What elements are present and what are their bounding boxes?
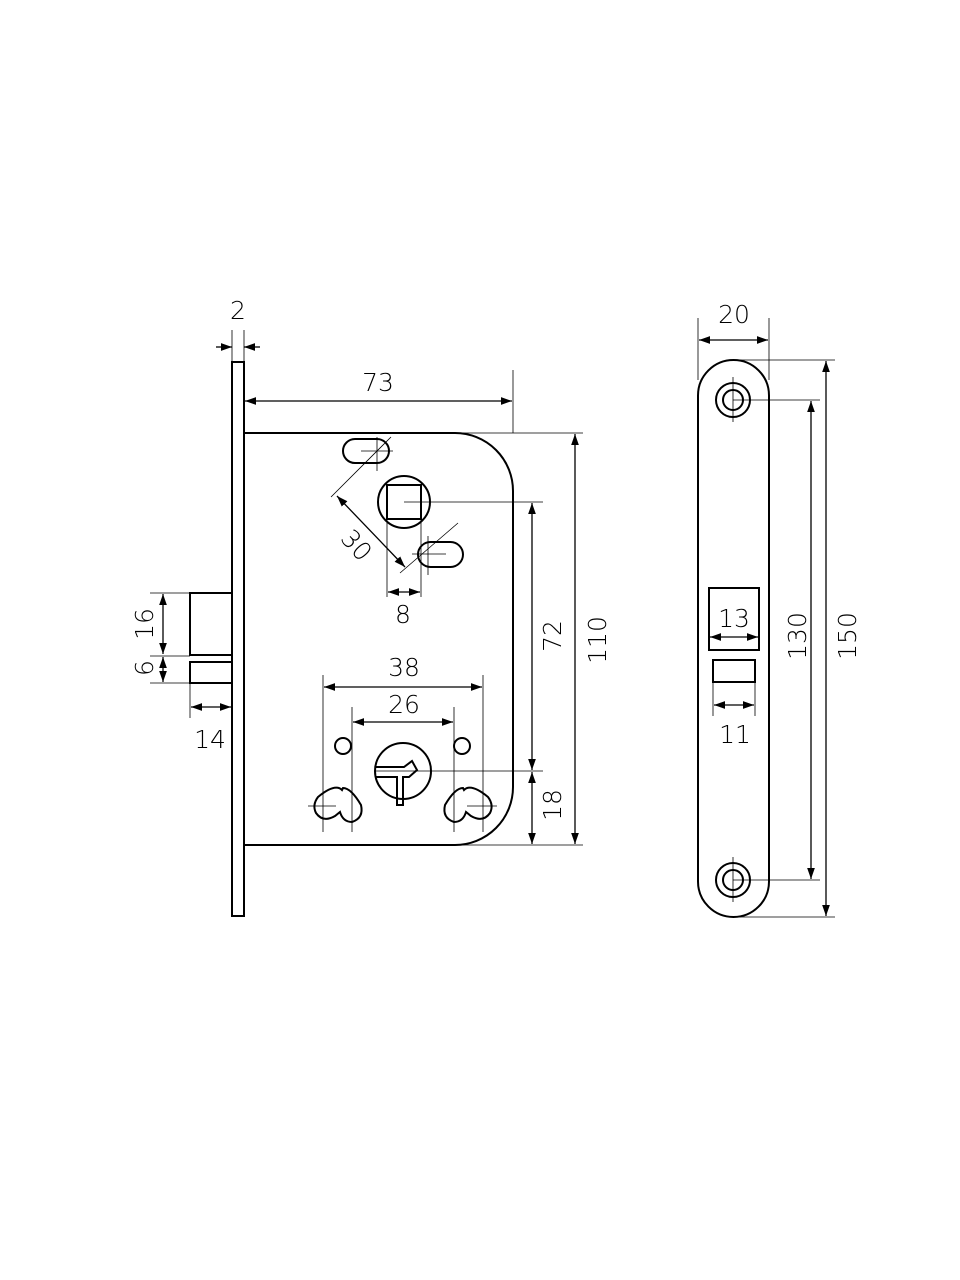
- faceplate: [231, 361, 245, 917]
- dim-screw-spacing: 130: [783, 612, 812, 660]
- dim-body-height: 110: [583, 616, 612, 664]
- dim-slot-distance: 30: [335, 524, 378, 567]
- dim-ext-11: [712, 682, 756, 716]
- dim-ext-2: [231, 330, 245, 362]
- dim-cylinder-to-bottom: 18: [538, 789, 567, 821]
- cylinder-cam-t: [376, 759, 419, 806]
- dim-spindle-to-cylinder: 72: [538, 620, 567, 652]
- dead-bolt: [189, 661, 233, 684]
- bolt-opening: [712, 659, 756, 683]
- lower-slot-crosshair: [412, 536, 446, 575]
- latch-bolt: [189, 592, 233, 656]
- dim-ext-8: [386, 519, 422, 597]
- dim-faceplate-thickness: 2: [230, 296, 246, 325]
- dim-latch-opening: 13: [718, 604, 750, 633]
- dim-ext-vertical: [376, 432, 583, 846]
- lock-body-view: 2 73 30 8 16 6 14 38 26 72 18: [130, 296, 612, 917]
- dim-ext-30: [330, 436, 459, 574]
- dim-ext-20: [697, 318, 770, 380]
- lock-case: [244, 432, 514, 846]
- cylinder-crosshairs: [308, 790, 497, 832]
- dim-ext-latch: [150, 592, 190, 684]
- dim-ext-130-150: [733, 359, 835, 918]
- dim-fixing-outer: 38: [388, 653, 420, 682]
- dim-plate-length: 150: [833, 612, 862, 660]
- dim-latch-projection: 14: [194, 725, 226, 754]
- strike-plate-view: 20 13 11 130 150: [697, 300, 862, 918]
- fixing-hole-left: [334, 737, 352, 755]
- dim-ext-38-26: [322, 675, 484, 790]
- dim-latch-height: 16: [130, 608, 159, 640]
- dim-bolt-height: 6: [130, 660, 159, 676]
- dim-body-depth: 73: [362, 368, 394, 397]
- dim-plate-width: 20: [718, 300, 750, 329]
- lower-mounting-slot: [417, 541, 464, 568]
- dim-spindle-square: 8: [395, 600, 411, 629]
- fixing-hole-right: [453, 737, 471, 755]
- dim-line-30: [336, 495, 406, 568]
- cylinder-screw-slot-right: [443, 786, 493, 824]
- cylinder-screw-slot-left: [313, 786, 363, 824]
- dim-bolt-opening: 11: [719, 720, 751, 749]
- latch-opening: [708, 587, 760, 651]
- dim-fixing-inner: 26: [388, 690, 420, 719]
